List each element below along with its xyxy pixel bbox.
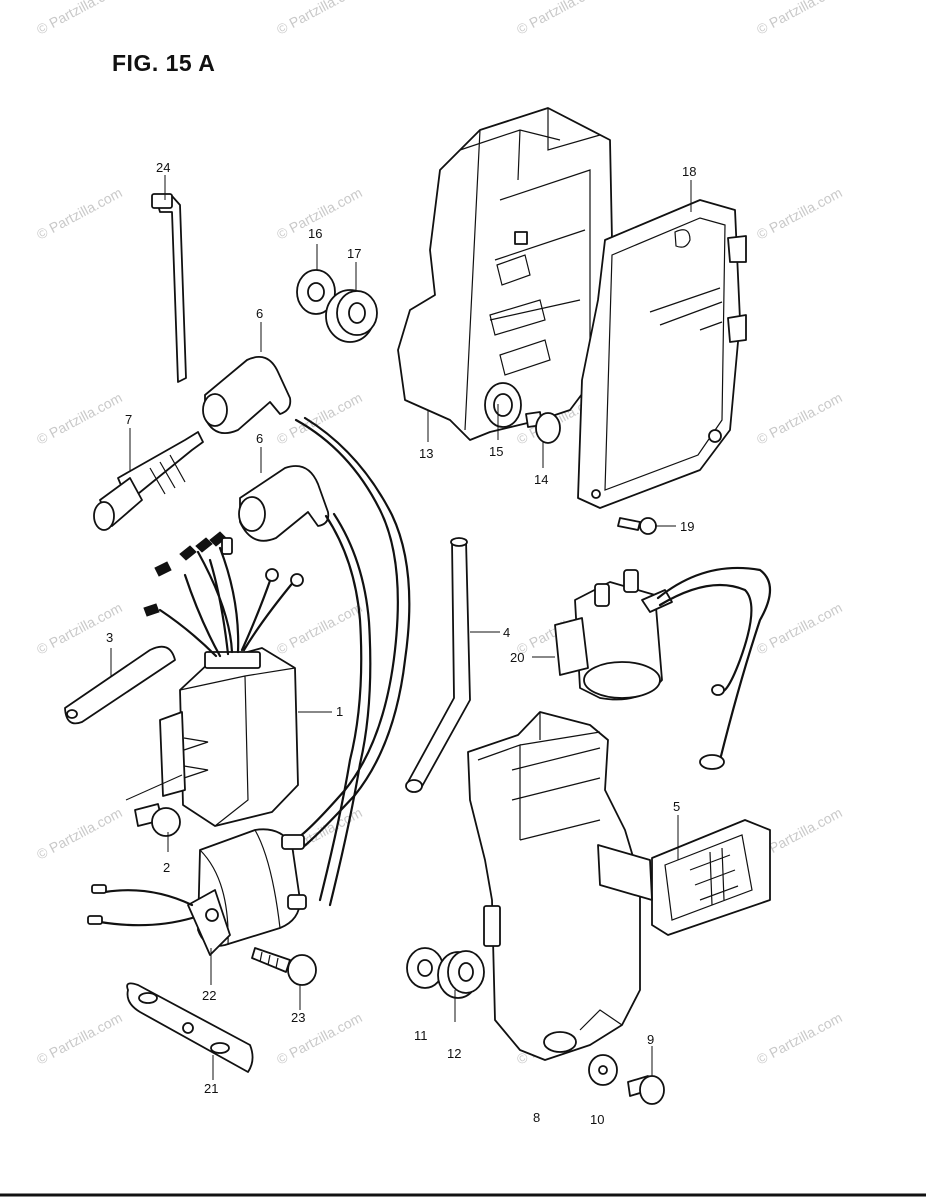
- part-7-spark-plug[interactable]: [93, 431, 204, 531]
- watermark-text: © Partzilla.com: [34, 0, 125, 38]
- callout-label: 24: [156, 160, 170, 175]
- part-19-screw[interactable]: [617, 517, 657, 535]
- callout-label: 2: [163, 860, 170, 875]
- callout-label: 10: [590, 1112, 604, 1127]
- callout-label: 8: [533, 1110, 540, 1125]
- watermark-text: © Partzilla.com: [34, 1009, 125, 1067]
- part-11-washer[interactable]: [406, 947, 444, 989]
- callout-label: 13: [419, 446, 433, 461]
- watermark-text: © Partzilla.com: [754, 389, 845, 447]
- part-10-washer[interactable]: [588, 1054, 618, 1086]
- watermark-text: © Partzilla.com: [274, 0, 365, 38]
- watermark-text: © Partzilla.com: [274, 599, 365, 657]
- callout-label: 5: [673, 799, 680, 814]
- high-tension-wires: [293, 416, 411, 907]
- callout-label: 6: [256, 306, 263, 321]
- callout-label: 16: [308, 226, 322, 241]
- part-6-plug-cap-upper[interactable]: [202, 356, 292, 434]
- part-8-lower-bracket[interactable]: [467, 711, 641, 1061]
- part-13-electrical-bracket[interactable]: [397, 107, 613, 441]
- callout-label: 17: [347, 246, 361, 261]
- callout-label: 7: [125, 412, 132, 427]
- part-2-bolt[interactable]: [125, 774, 183, 837]
- part-23-bolt[interactable]: [251, 947, 317, 986]
- part-22-ignition-coil[interactable]: [87, 828, 307, 956]
- part-5-rectifier[interactable]: [597, 819, 771, 936]
- callout-label: 12: [447, 1046, 461, 1061]
- part-12-grommet[interactable]: [437, 950, 485, 999]
- callout-label: 20: [510, 650, 524, 665]
- callout-label: 18: [682, 164, 696, 179]
- part-9-bolt[interactable]: [627, 1075, 665, 1105]
- watermark-text: © Partzilla.com: [34, 184, 125, 242]
- part-17-grommet[interactable]: [325, 289, 378, 343]
- callout-label: 1: [336, 704, 343, 719]
- callout-label: 19: [680, 519, 694, 534]
- callout-label: 22: [202, 988, 216, 1003]
- part-14-screw[interactable]: [525, 411, 561, 444]
- part-20-starter-relay[interactable]: [554, 566, 772, 770]
- watermark-text: © Partzilla.com: [34, 804, 125, 862]
- callout-label: 21: [204, 1081, 218, 1096]
- callout-label: 4: [503, 625, 510, 640]
- callout-label: 15: [489, 444, 503, 459]
- figure-title: FIG. 15 A: [112, 50, 216, 76]
- part-18-cover-plate[interactable]: [577, 199, 747, 509]
- part-3-ground-lead[interactable]: [64, 645, 176, 725]
- watermark-text: © Partzilla.com: [34, 389, 125, 447]
- part-4-protective-tube[interactable]: [405, 537, 471, 793]
- part-6-plug-cap-lower[interactable]: [238, 465, 330, 542]
- part-21-bracket[interactable]: [126, 982, 254, 1073]
- watermark-text: © Partzilla.com: [754, 0, 845, 38]
- watermark-text: © Partzilla.com: [754, 184, 845, 242]
- callout-label: 9: [647, 1032, 654, 1047]
- callout-label: 23: [291, 1010, 305, 1025]
- part-24-cable-tie[interactable]: [151, 193, 187, 383]
- callout-label: 11: [414, 1028, 428, 1043]
- callout-label: 6: [256, 431, 263, 446]
- part-1-cdi-unit[interactable]: [143, 531, 304, 827]
- callout-label: 14: [534, 472, 548, 487]
- watermark-text: © Partzilla.com: [274, 1009, 365, 1067]
- callout-label: 3: [106, 630, 113, 645]
- watermark-text: © Partzilla.com: [754, 599, 845, 657]
- watermark-text: © Partzilla.com: [514, 0, 605, 38]
- part-16-washer[interactable]: [296, 269, 336, 315]
- watermark-text: © Partzilla.com: [754, 1009, 845, 1067]
